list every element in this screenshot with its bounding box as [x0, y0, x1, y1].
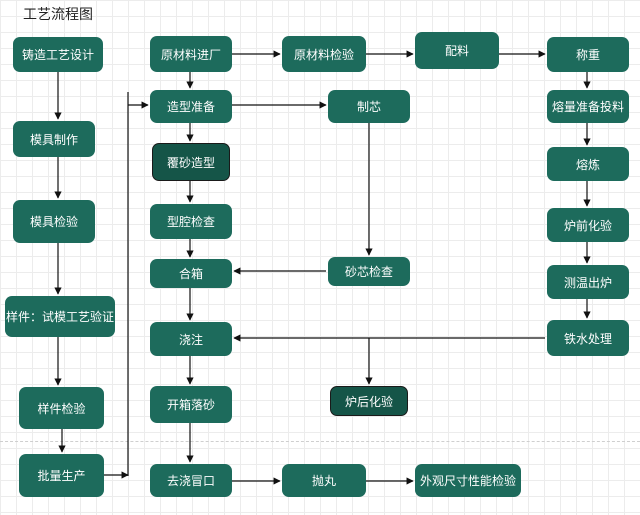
- node-molding-preparation[interactable]: 造型准备: [150, 90, 232, 123]
- node-cavity-inspection[interactable]: 型腔检查: [150, 204, 232, 239]
- node-pouring[interactable]: 浇注: [150, 322, 232, 356]
- diagram-title: 工艺流程图: [23, 7, 93, 23]
- node-mold-inspection[interactable]: 模具检验: [13, 200, 95, 243]
- node-shakeout[interactable]: 开箱落砂: [150, 386, 232, 423]
- node-shot-blasting[interactable]: 抛丸: [282, 464, 366, 497]
- node-sample-inspection[interactable]: 样件检验: [19, 387, 104, 429]
- node-appearance-dimension-performance-inspection[interactable]: 外观尺寸性能检验: [415, 464, 521, 497]
- dashed-separator: [0, 441, 640, 442]
- node-batching[interactable]: 配料: [415, 32, 499, 69]
- node-post-furnace-analysis[interactable]: 炉后化验: [330, 386, 408, 416]
- node-temperature-tapping[interactable]: 测温出炉: [547, 265, 629, 299]
- node-sample-trial-verification[interactable]: 样件：试模工艺验证: [5, 296, 115, 337]
- node-weighing[interactable]: 称重: [547, 37, 629, 72]
- node-batch-production[interactable]: 批量生产: [19, 454, 104, 497]
- node-raw-material-inspection[interactable]: 原材料检验: [282, 36, 366, 72]
- node-casting-process-design[interactable]: 铸造工艺设计: [13, 37, 103, 72]
- node-melt-prep-charging[interactable]: 熔量准备投料: [547, 90, 629, 123]
- node-coated-sand-molding[interactable]: 覆砂造型: [152, 143, 230, 181]
- node-mold-making[interactable]: 模具制作: [13, 121, 95, 157]
- node-mold-closing[interactable]: 合箱: [150, 259, 232, 288]
- node-molten-iron-treatment[interactable]: 铁水处理: [547, 320, 629, 356]
- node-smelting[interactable]: 熔炼: [547, 147, 629, 181]
- node-pre-furnace-analysis[interactable]: 炉前化验: [547, 208, 629, 242]
- node-gate-riser-removal[interactable]: 去浇冒口: [150, 464, 232, 497]
- node-core-making[interactable]: 制芯: [328, 90, 410, 123]
- node-raw-material-intake[interactable]: 原材料进厂: [150, 36, 232, 72]
- node-sand-core-inspection[interactable]: 砂芯检查: [328, 257, 410, 286]
